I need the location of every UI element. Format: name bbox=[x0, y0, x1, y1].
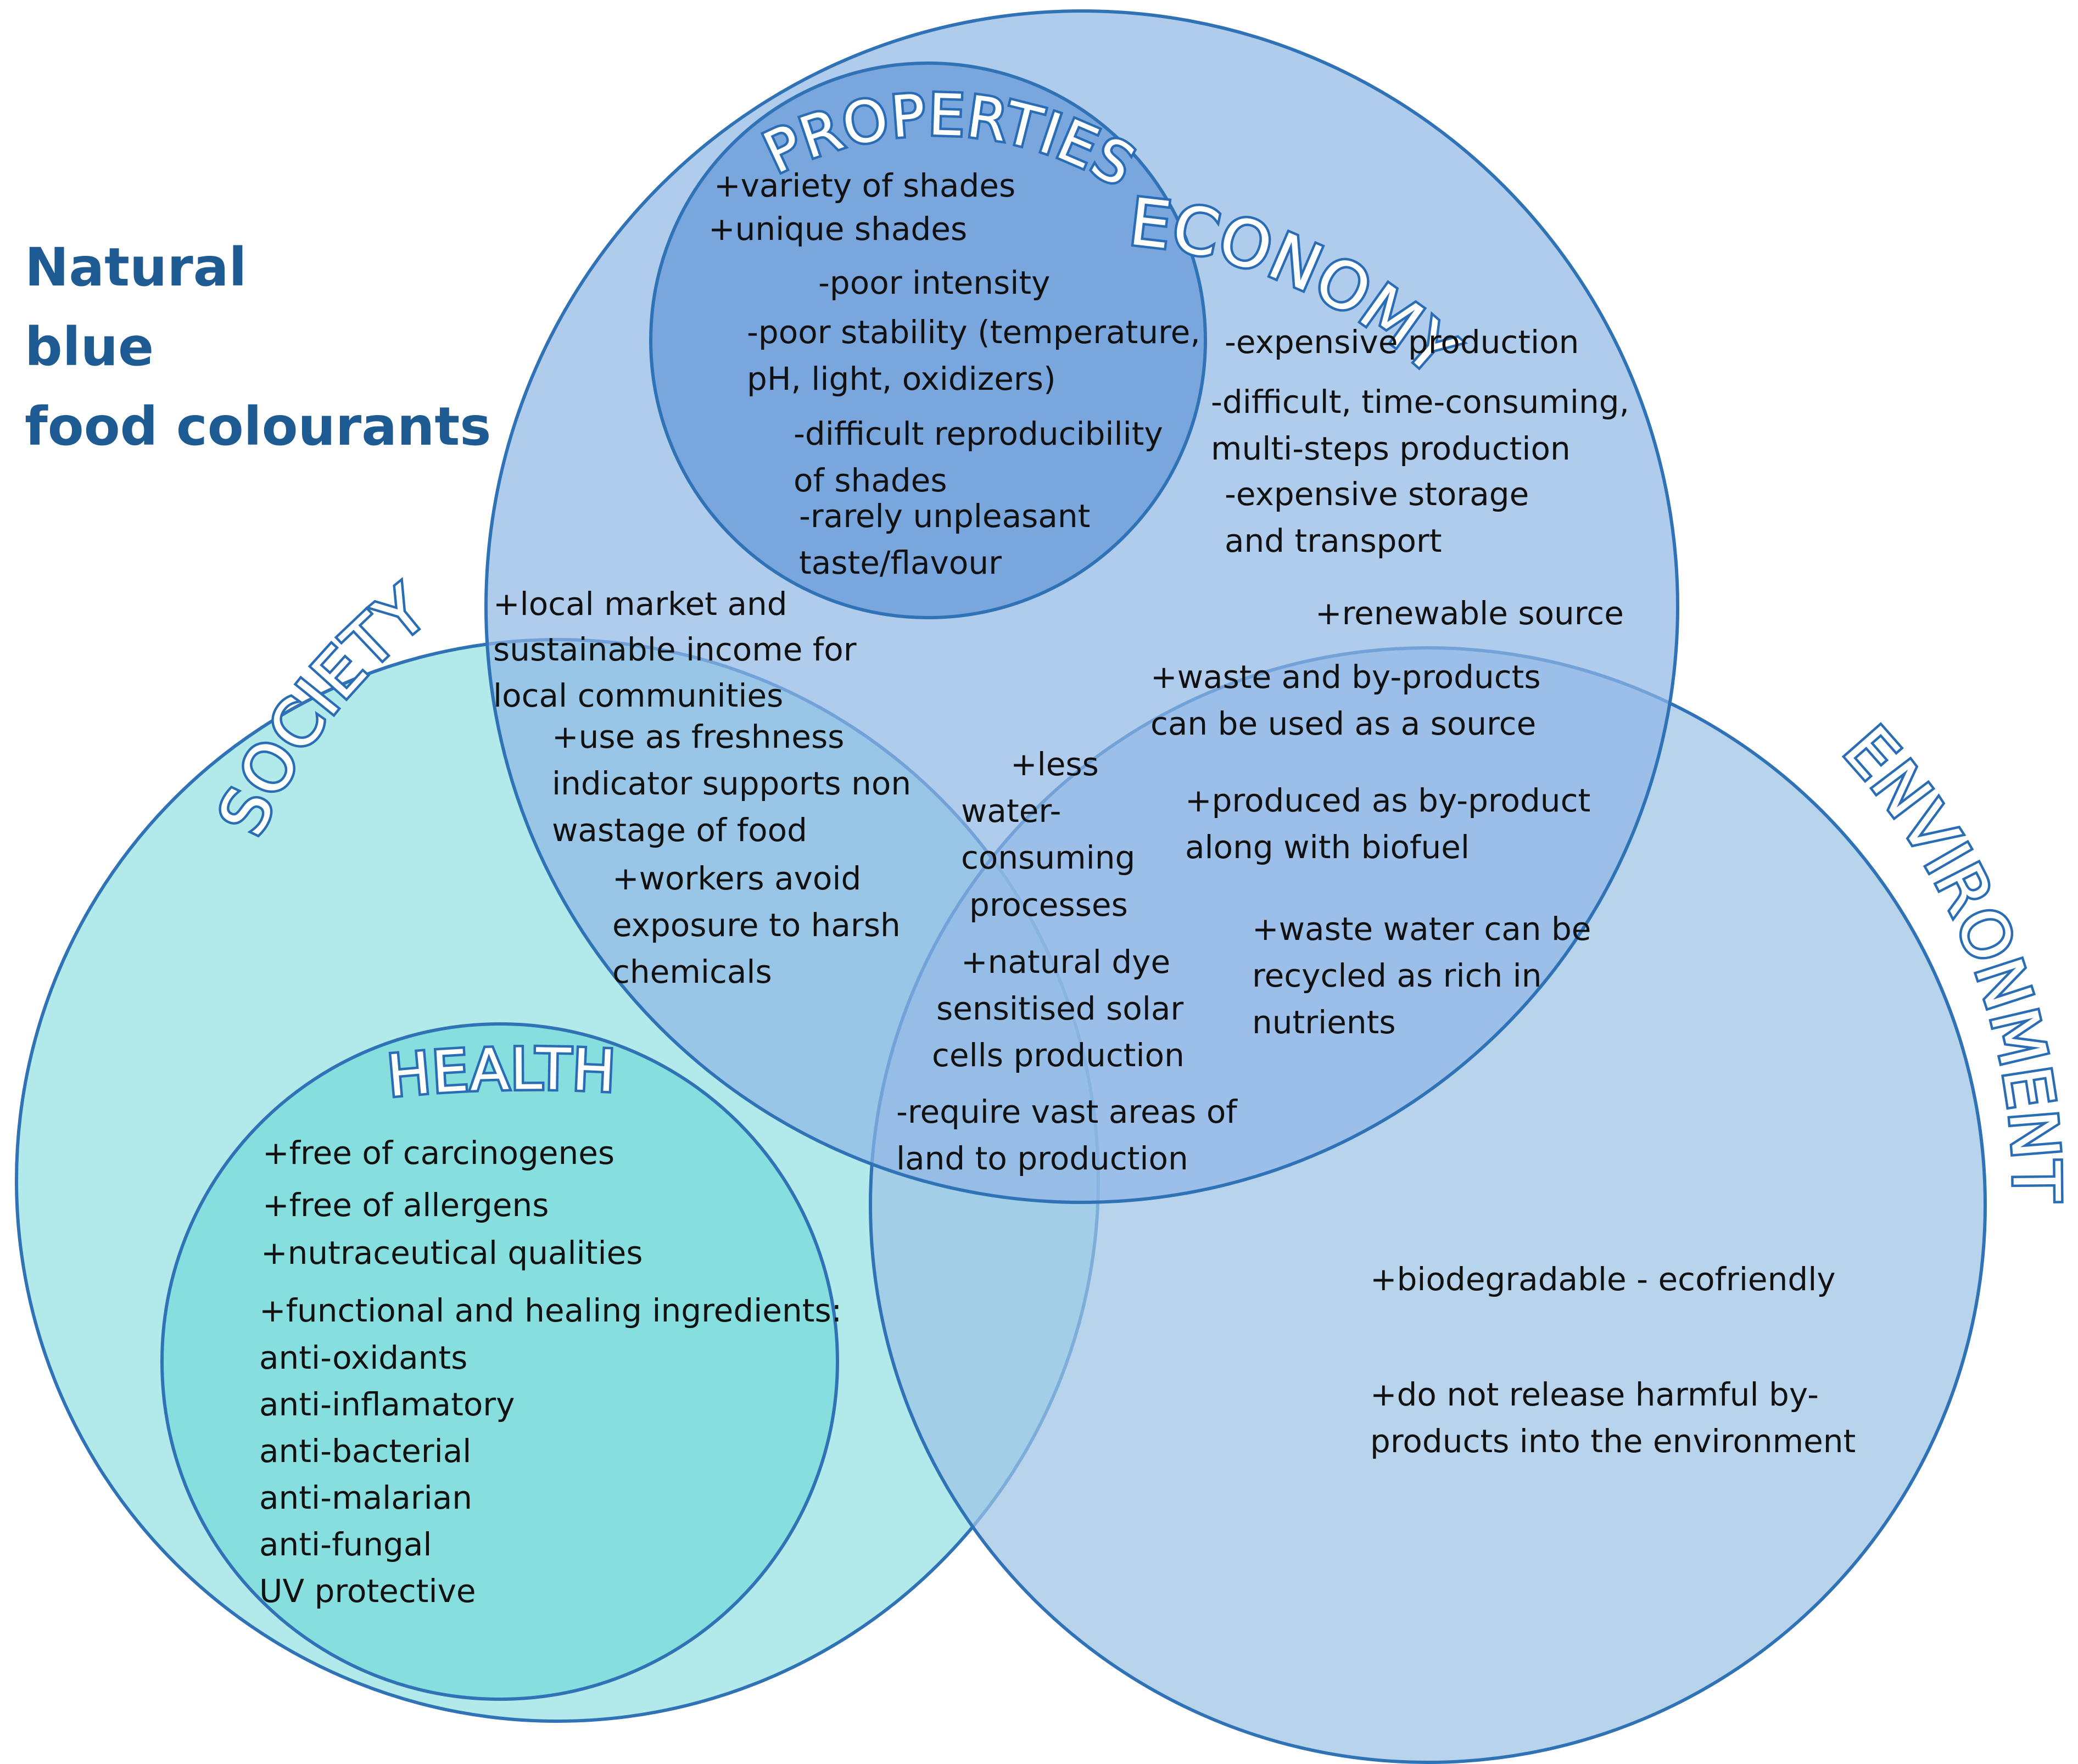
title-line: blue bbox=[25, 316, 154, 378]
economy-item: multi-steps production bbox=[1211, 430, 1571, 467]
properties-item: -poor intensity bbox=[818, 264, 1050, 301]
environment-item: +biodegradable - ecofriendly bbox=[1370, 1261, 1836, 1298]
economy-environment-item: +renewable source bbox=[1315, 595, 1624, 632]
title-line: food colourants bbox=[25, 396, 491, 457]
diagram-title: Natural blue food colourants bbox=[25, 237, 491, 457]
health-circle bbox=[160, 1022, 839, 1701]
economy-item: -expensive storage bbox=[1225, 475, 1529, 513]
economy-item: -expensive production bbox=[1225, 323, 1579, 361]
properties-item: -rarely unpleasant bbox=[799, 497, 1090, 535]
health-label: HEALTH bbox=[384, 1035, 618, 1110]
center-item: cells production bbox=[932, 1037, 1185, 1074]
center-item: +less bbox=[1010, 746, 1099, 783]
health-item: +free of allergens bbox=[262, 1186, 549, 1224]
properties-item: +unique shades bbox=[708, 210, 967, 248]
society-economy-item: local communities bbox=[493, 677, 783, 714]
properties-item: +variety of shades bbox=[714, 167, 1015, 204]
society-economy-item: +local market and bbox=[493, 585, 787, 623]
health-item: anti-inflamatory bbox=[259, 1386, 515, 1423]
properties-item: of shades bbox=[794, 462, 947, 499]
center-item: sensitised solar bbox=[936, 990, 1183, 1027]
economy-item: and transport bbox=[1225, 522, 1442, 559]
center-item: processes bbox=[969, 886, 1128, 923]
properties-item: -difficult reproducibility bbox=[794, 415, 1163, 452]
society-economy-item: exposure to harsh bbox=[612, 906, 901, 944]
society-economy-item: sustainable income for bbox=[493, 631, 857, 668]
economy-environment-item: along with biofuel bbox=[1185, 828, 1470, 866]
health-item: anti-bacterial bbox=[259, 1432, 471, 1470]
center-item: -require vast areas of bbox=[896, 1093, 1238, 1130]
environment-item: +do not release harmful by- bbox=[1370, 1376, 1819, 1413]
title-line: Natural bbox=[25, 237, 247, 298]
health-item: +nutraceutical qualities bbox=[261, 1234, 643, 1272]
health-item: +free of carcinogenes bbox=[262, 1134, 615, 1172]
center-item: water- bbox=[961, 792, 1061, 830]
society-economy-item: chemicals bbox=[612, 953, 772, 990]
economy-environment-item: can be used as a source bbox=[1150, 705, 1536, 742]
properties-item: pH, light, oxidizers) bbox=[747, 360, 1056, 397]
health-item: UV protective bbox=[259, 1572, 476, 1610]
properties-circle bbox=[649, 61, 1207, 619]
environment-item: products into the environment bbox=[1370, 1423, 1856, 1460]
properties-item: taste/flavour bbox=[799, 544, 1002, 581]
economy-environment-item: +waste water can be bbox=[1252, 910, 1591, 948]
economy-item: -difficult, time-consuming, bbox=[1211, 383, 1629, 421]
health-item: anti-fungal bbox=[259, 1526, 432, 1563]
health-item: anti-oxidants bbox=[259, 1339, 467, 1376]
center-item: +natural dye bbox=[961, 943, 1170, 981]
health-item: +functional and healing ingredients: bbox=[259, 1292, 842, 1329]
society-economy-item: wastage of food bbox=[552, 811, 807, 849]
economy-environment-item: recycled as rich in bbox=[1252, 957, 1542, 994]
properties-item: -poor stability (temperature, bbox=[747, 313, 1200, 351]
economy-environment-item: nutrients bbox=[1252, 1004, 1396, 1041]
economy-environment-item: +produced as by-product bbox=[1185, 782, 1590, 819]
society-economy-item: +workers avoid bbox=[612, 860, 861, 897]
economy-environment-item: +waste and by-products bbox=[1150, 658, 1541, 696]
society-economy-item: indicator supports non bbox=[552, 765, 911, 802]
health-item: anti-malarian bbox=[259, 1479, 472, 1516]
society-economy-item: +use as freshness bbox=[552, 718, 844, 755]
center-item: land to production bbox=[896, 1140, 1188, 1177]
center-item: consuming bbox=[961, 839, 1135, 876]
